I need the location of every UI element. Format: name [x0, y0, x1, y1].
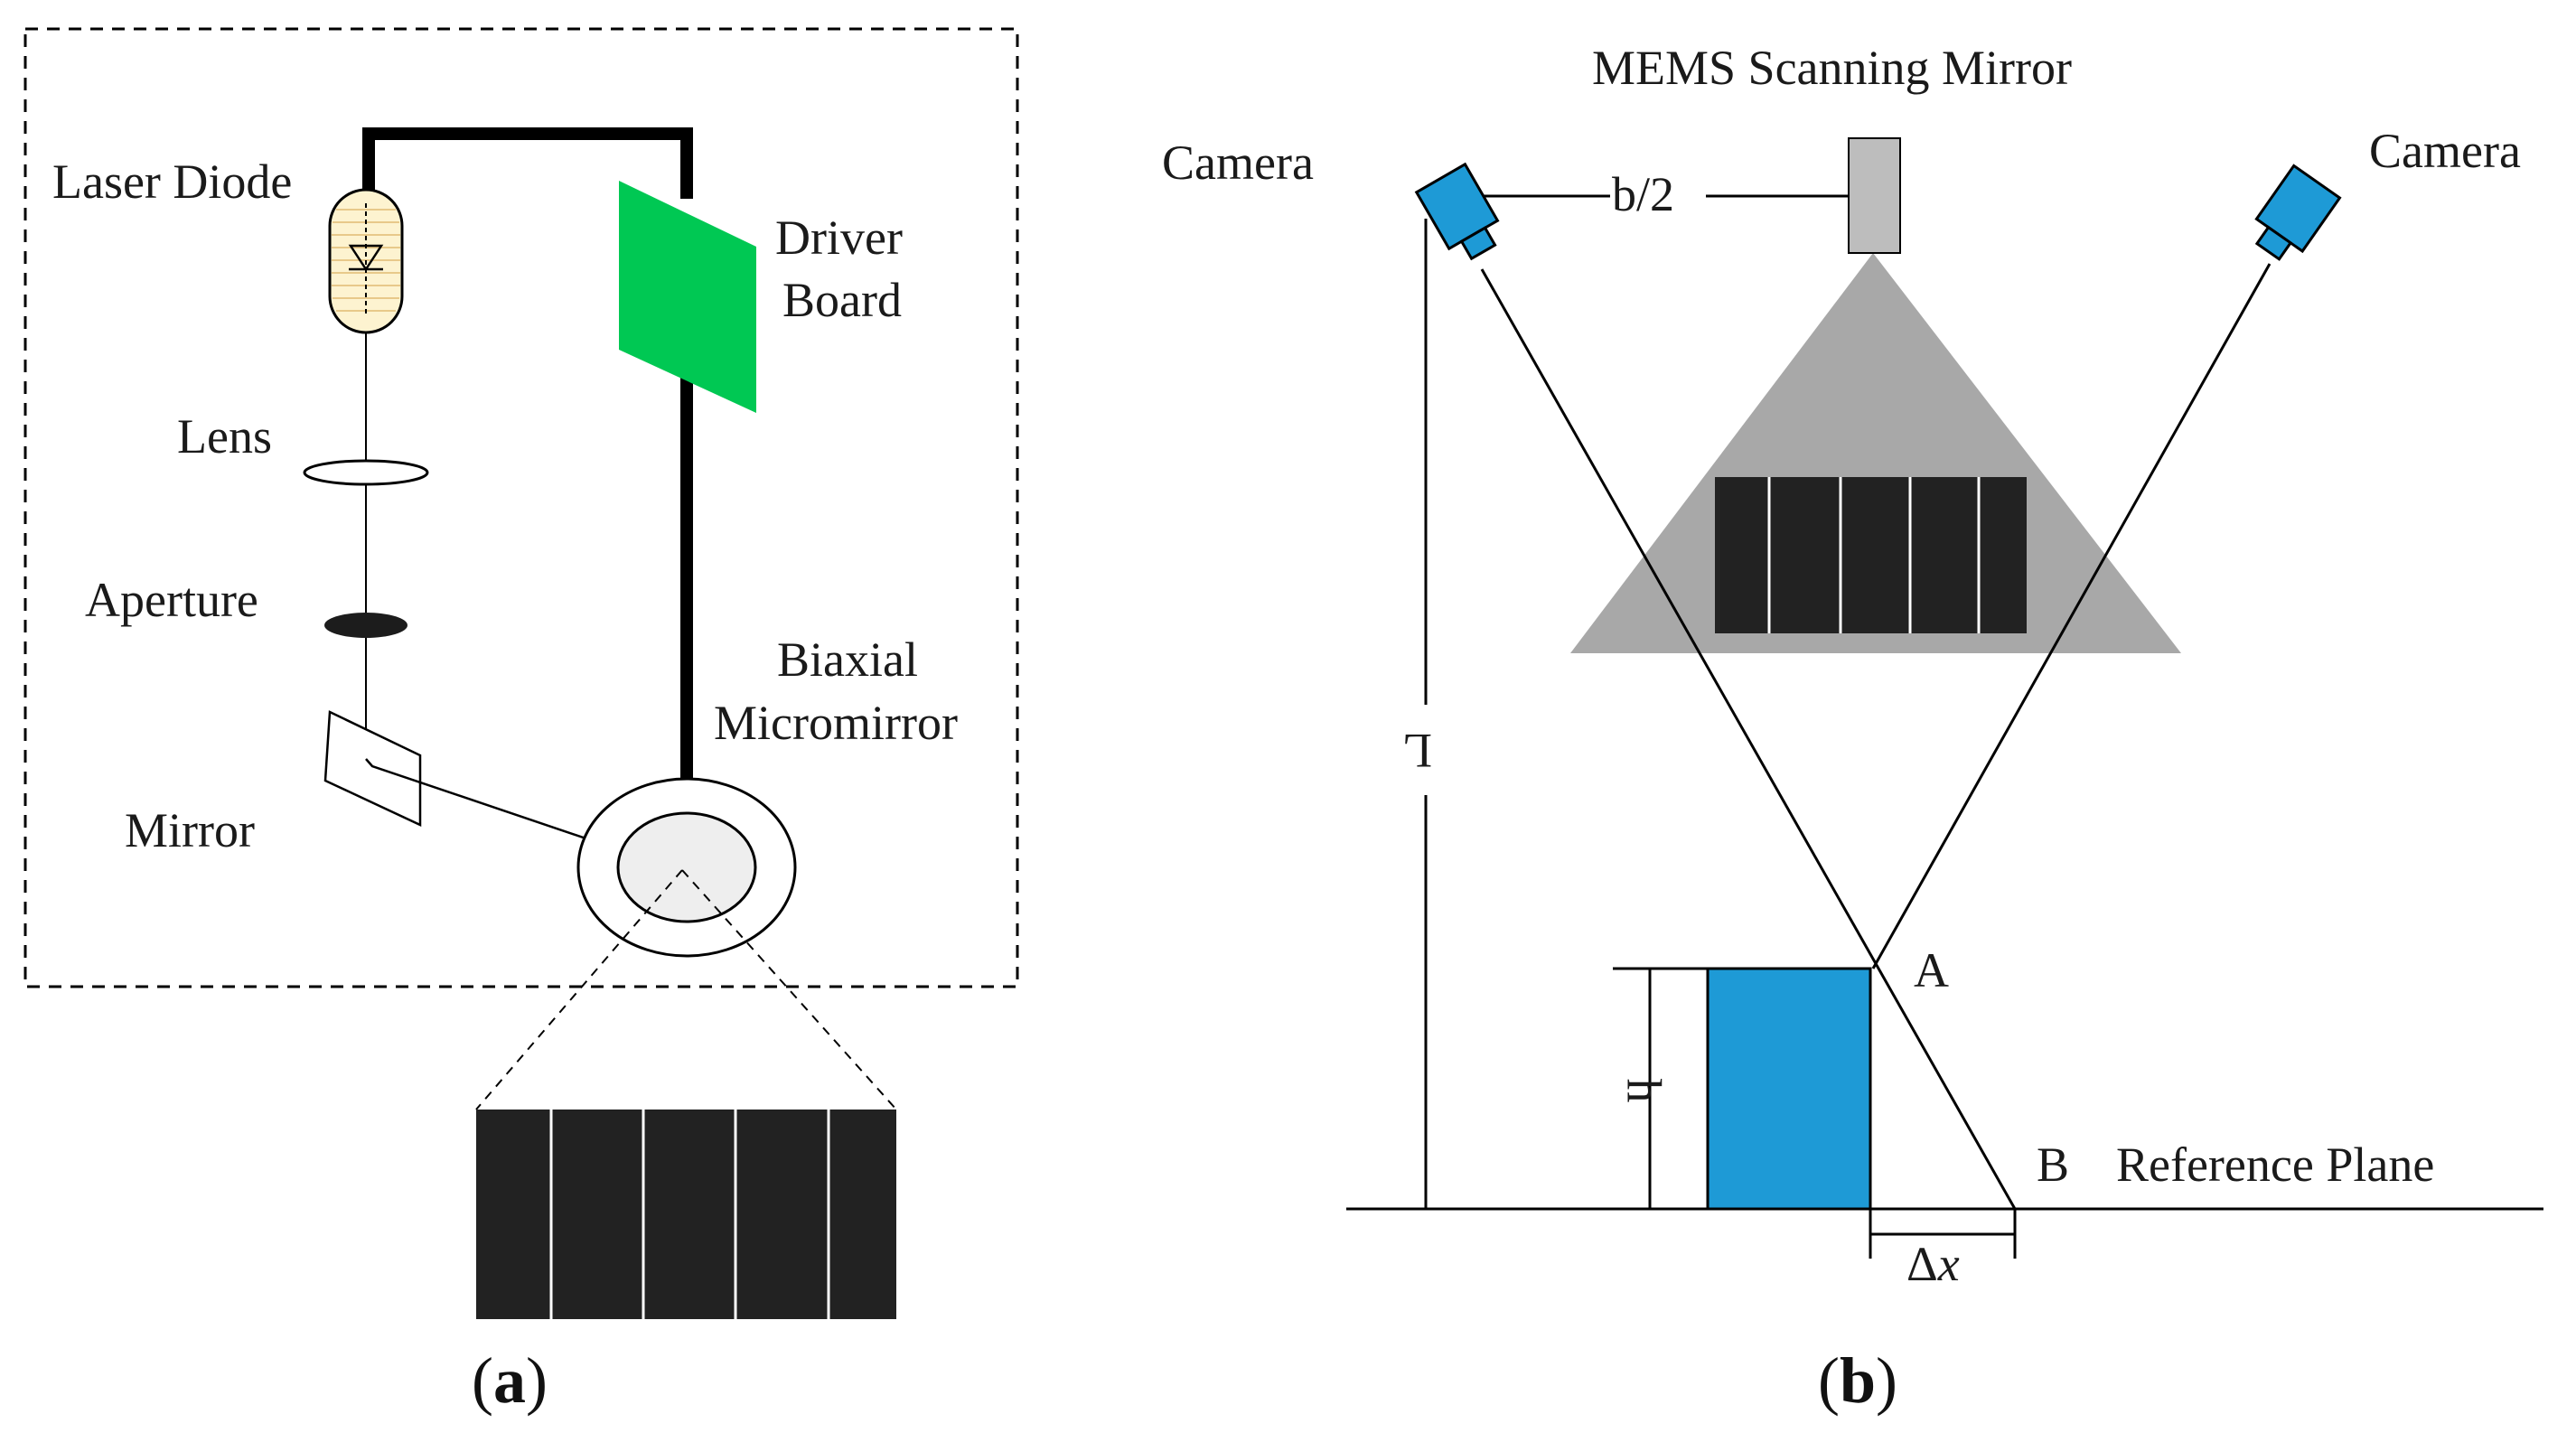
caption-a: (a)	[472, 1344, 548, 1417]
label-aperture: Aperture	[85, 573, 258, 627]
delta-variable: x	[1937, 1237, 1960, 1291]
label-mems: MEMS Scanning Mirror	[1592, 41, 2072, 95]
caption-b: (b)	[1818, 1344, 1898, 1417]
label-baseline: b/2	[1612, 167, 1675, 221]
camera-left-icon	[1414, 162, 1500, 261]
label-lens: Lens	[177, 409, 272, 464]
label-height: h	[1616, 1078, 1672, 1103]
label-point-b: B	[2037, 1138, 2070, 1192]
lens-icon	[303, 459, 429, 486]
label-point-a: A	[1914, 943, 1949, 997]
label-reference-plane: Reference Plane	[2116, 1138, 2435, 1192]
micromirror-icon	[576, 777, 797, 958]
driver-wire	[362, 127, 693, 201]
label-driver-board-1: Driver	[775, 211, 903, 265]
label-distance: L	[1402, 724, 1432, 778]
right-camera-ray	[1871, 263, 2272, 969]
panel-b	[1346, 137, 2543, 1259]
label-driver-board-2: Board	[782, 273, 902, 327]
camera-right-icon	[2254, 164, 2342, 261]
laser-diode-icon	[328, 188, 404, 334]
reflected-beam	[365, 758, 680, 872]
projection-ray-left	[475, 869, 683, 1110]
label-laser-diode: Laser Diode	[52, 154, 293, 209]
left-camera-ray	[1480, 268, 2017, 1210]
projected-pattern	[1715, 477, 2027, 633]
panel-a	[23, 27, 1019, 1319]
fringe-pattern	[476, 1110, 896, 1319]
aperture-icon	[324, 613, 407, 638]
fold-mirror-icon	[323, 710, 422, 827]
measured-object	[1706, 967, 1872, 1211]
driver-board-icon	[619, 181, 756, 413]
label-biaxial-2: Micromirror	[714, 696, 958, 750]
projection-ray-right	[681, 869, 897, 1110]
label-delta-x: Δx	[1906, 1240, 1960, 1288]
label-camera-right: Camera	[2369, 124, 2521, 178]
label-biaxial-1: Biaxial	[777, 632, 918, 687]
mems-mirror-icon	[1848, 137, 1901, 254]
label-camera-left: Camera	[1162, 136, 1314, 190]
label-mirror: Mirror	[125, 803, 255, 857]
delta-symbol: Δ	[1906, 1237, 1938, 1291]
